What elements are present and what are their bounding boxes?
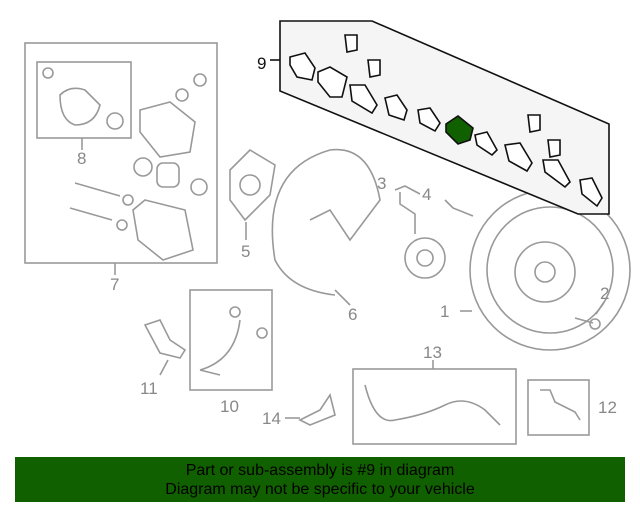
callout-2[interactable]: 2 xyxy=(600,284,610,303)
brake-pad xyxy=(317,66,348,98)
callout-1[interactable]: 1 xyxy=(440,302,450,321)
callout-13[interactable]: 13 xyxy=(423,343,442,362)
clip-14 xyxy=(298,393,336,426)
callout-12[interactable]: 12 xyxy=(598,398,617,417)
callout-4[interactable]: 4 xyxy=(422,185,432,204)
callout-8[interactable]: 8 xyxy=(77,149,87,168)
knuckle-part xyxy=(229,148,276,222)
caliper-bracket-part xyxy=(59,87,101,126)
callout-9[interactable]: 9 xyxy=(257,54,267,73)
caliper-body xyxy=(139,101,196,158)
caliper-assembly-box xyxy=(24,42,218,264)
banner-line-2: Diagram may not be specific to your vehi… xyxy=(165,481,475,498)
pad-kit-box xyxy=(279,20,610,215)
bracket-box xyxy=(36,61,132,139)
brake-hose-box xyxy=(189,289,273,391)
bracket-11 xyxy=(143,319,187,359)
callout-10[interactable]: 10 xyxy=(220,397,239,416)
callout-14[interactable]: 14 xyxy=(262,409,281,428)
callout-5[interactable]: 5 xyxy=(241,242,251,261)
info-banner: Part or sub-assembly is #9 in diagram Di… xyxy=(15,457,625,502)
abs-sensor-box xyxy=(352,368,517,445)
callout-6[interactable]: 6 xyxy=(348,305,358,324)
sensor-box-12 xyxy=(527,379,590,436)
pad-shim xyxy=(289,52,316,81)
callout-11[interactable]: 11 xyxy=(140,379,158,398)
hub-bearing xyxy=(404,237,446,279)
callout-7[interactable]: 7 xyxy=(110,275,120,294)
callout-3[interactable]: 3 xyxy=(377,174,387,193)
banner-line-1: Part or sub-assembly is #9 in diagram xyxy=(185,462,455,479)
caliper-mount xyxy=(132,199,194,261)
splash-shield xyxy=(271,148,381,296)
highlighted-shim xyxy=(445,115,474,145)
